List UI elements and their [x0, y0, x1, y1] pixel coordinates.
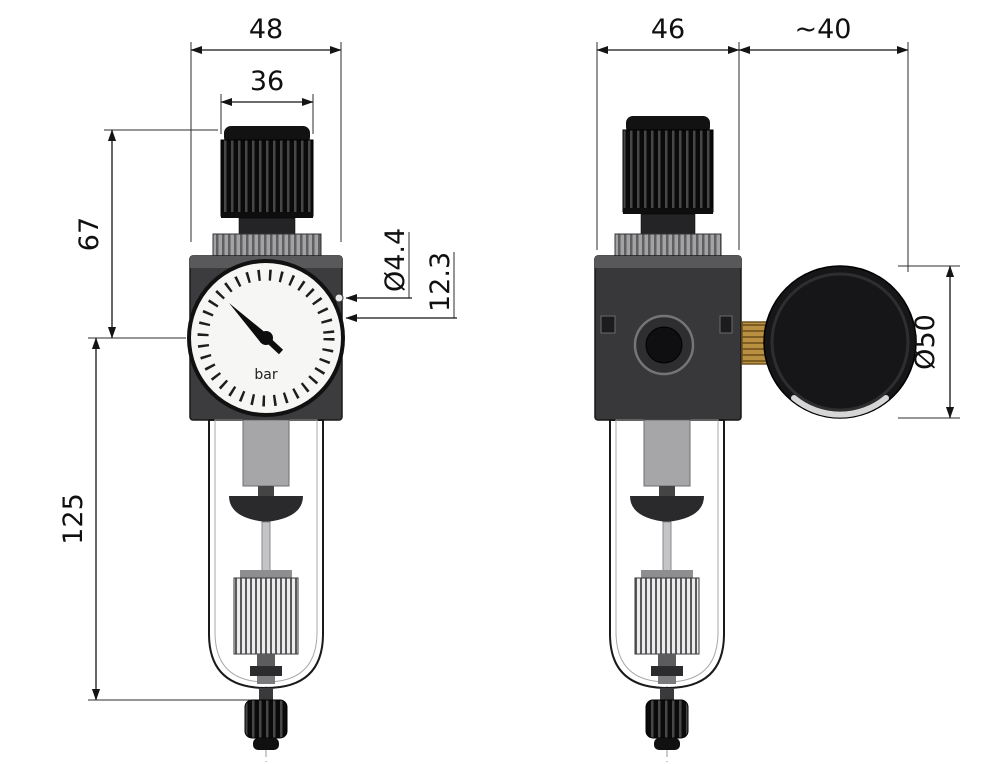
front-filter-bowl [208, 419, 324, 690]
dim-side-gauge-offset-label: ~40 [795, 14, 852, 45]
front-gauge-port-hole [334, 293, 344, 303]
dim-side-gauge-diameter-label: Ø50 [910, 314, 941, 370]
dim-front-overall-width-label: 48 [249, 14, 283, 45]
side-filter-bowl [609, 419, 725, 690]
dim-front-knob-width-label: 36 [250, 66, 284, 97]
front-panel-nut [212, 233, 322, 257]
gauge-unit-label: bar [254, 367, 277, 383]
front-standpipe [242, 419, 290, 487]
side-inlet-port-bore [645, 326, 683, 364]
dim-front-upper-height-label: 67 [74, 217, 105, 251]
gauge-tick-ring [197, 269, 335, 407]
dim-port-depth-label: 12.3 [425, 252, 456, 312]
front-deflector [229, 496, 303, 522]
side-deflector [630, 496, 704, 522]
side-drain-valve [645, 688, 689, 750]
front-filter-element [233, 577, 299, 655]
front-pressure-gauge: bar [187, 259, 345, 417]
front-view: bar [187, 126, 345, 762]
side-view [594, 116, 917, 762]
dim-side-body-width-label: 46 [651, 14, 685, 45]
gauge-hub [259, 331, 273, 345]
side-regulator-body [594, 255, 742, 421]
side-standpipe [643, 419, 691, 487]
front-dimensions: 48 36 67 125 Ø4.4 12.3 [58, 14, 457, 701]
dim-port-diameter-label: Ø4.4 [380, 228, 411, 292]
side-dimensions: 46 ~40 Ø50 [596, 14, 960, 419]
side-filter-element [634, 577, 700, 655]
side-adjust-knob [622, 116, 714, 235]
side-pressure-gauge [763, 265, 917, 419]
dim-front-lower-height-label: 125 [58, 493, 89, 545]
gauge-needle [229, 303, 267, 343]
side-gauge-bezel-highlight [791, 395, 889, 418]
side-port-mark-right [719, 315, 733, 334]
front-drain-valve [244, 688, 288, 750]
front-adjust-knob [220, 126, 314, 235]
side-panel-nut [614, 233, 722, 257]
side-port-mark-left [600, 315, 616, 334]
